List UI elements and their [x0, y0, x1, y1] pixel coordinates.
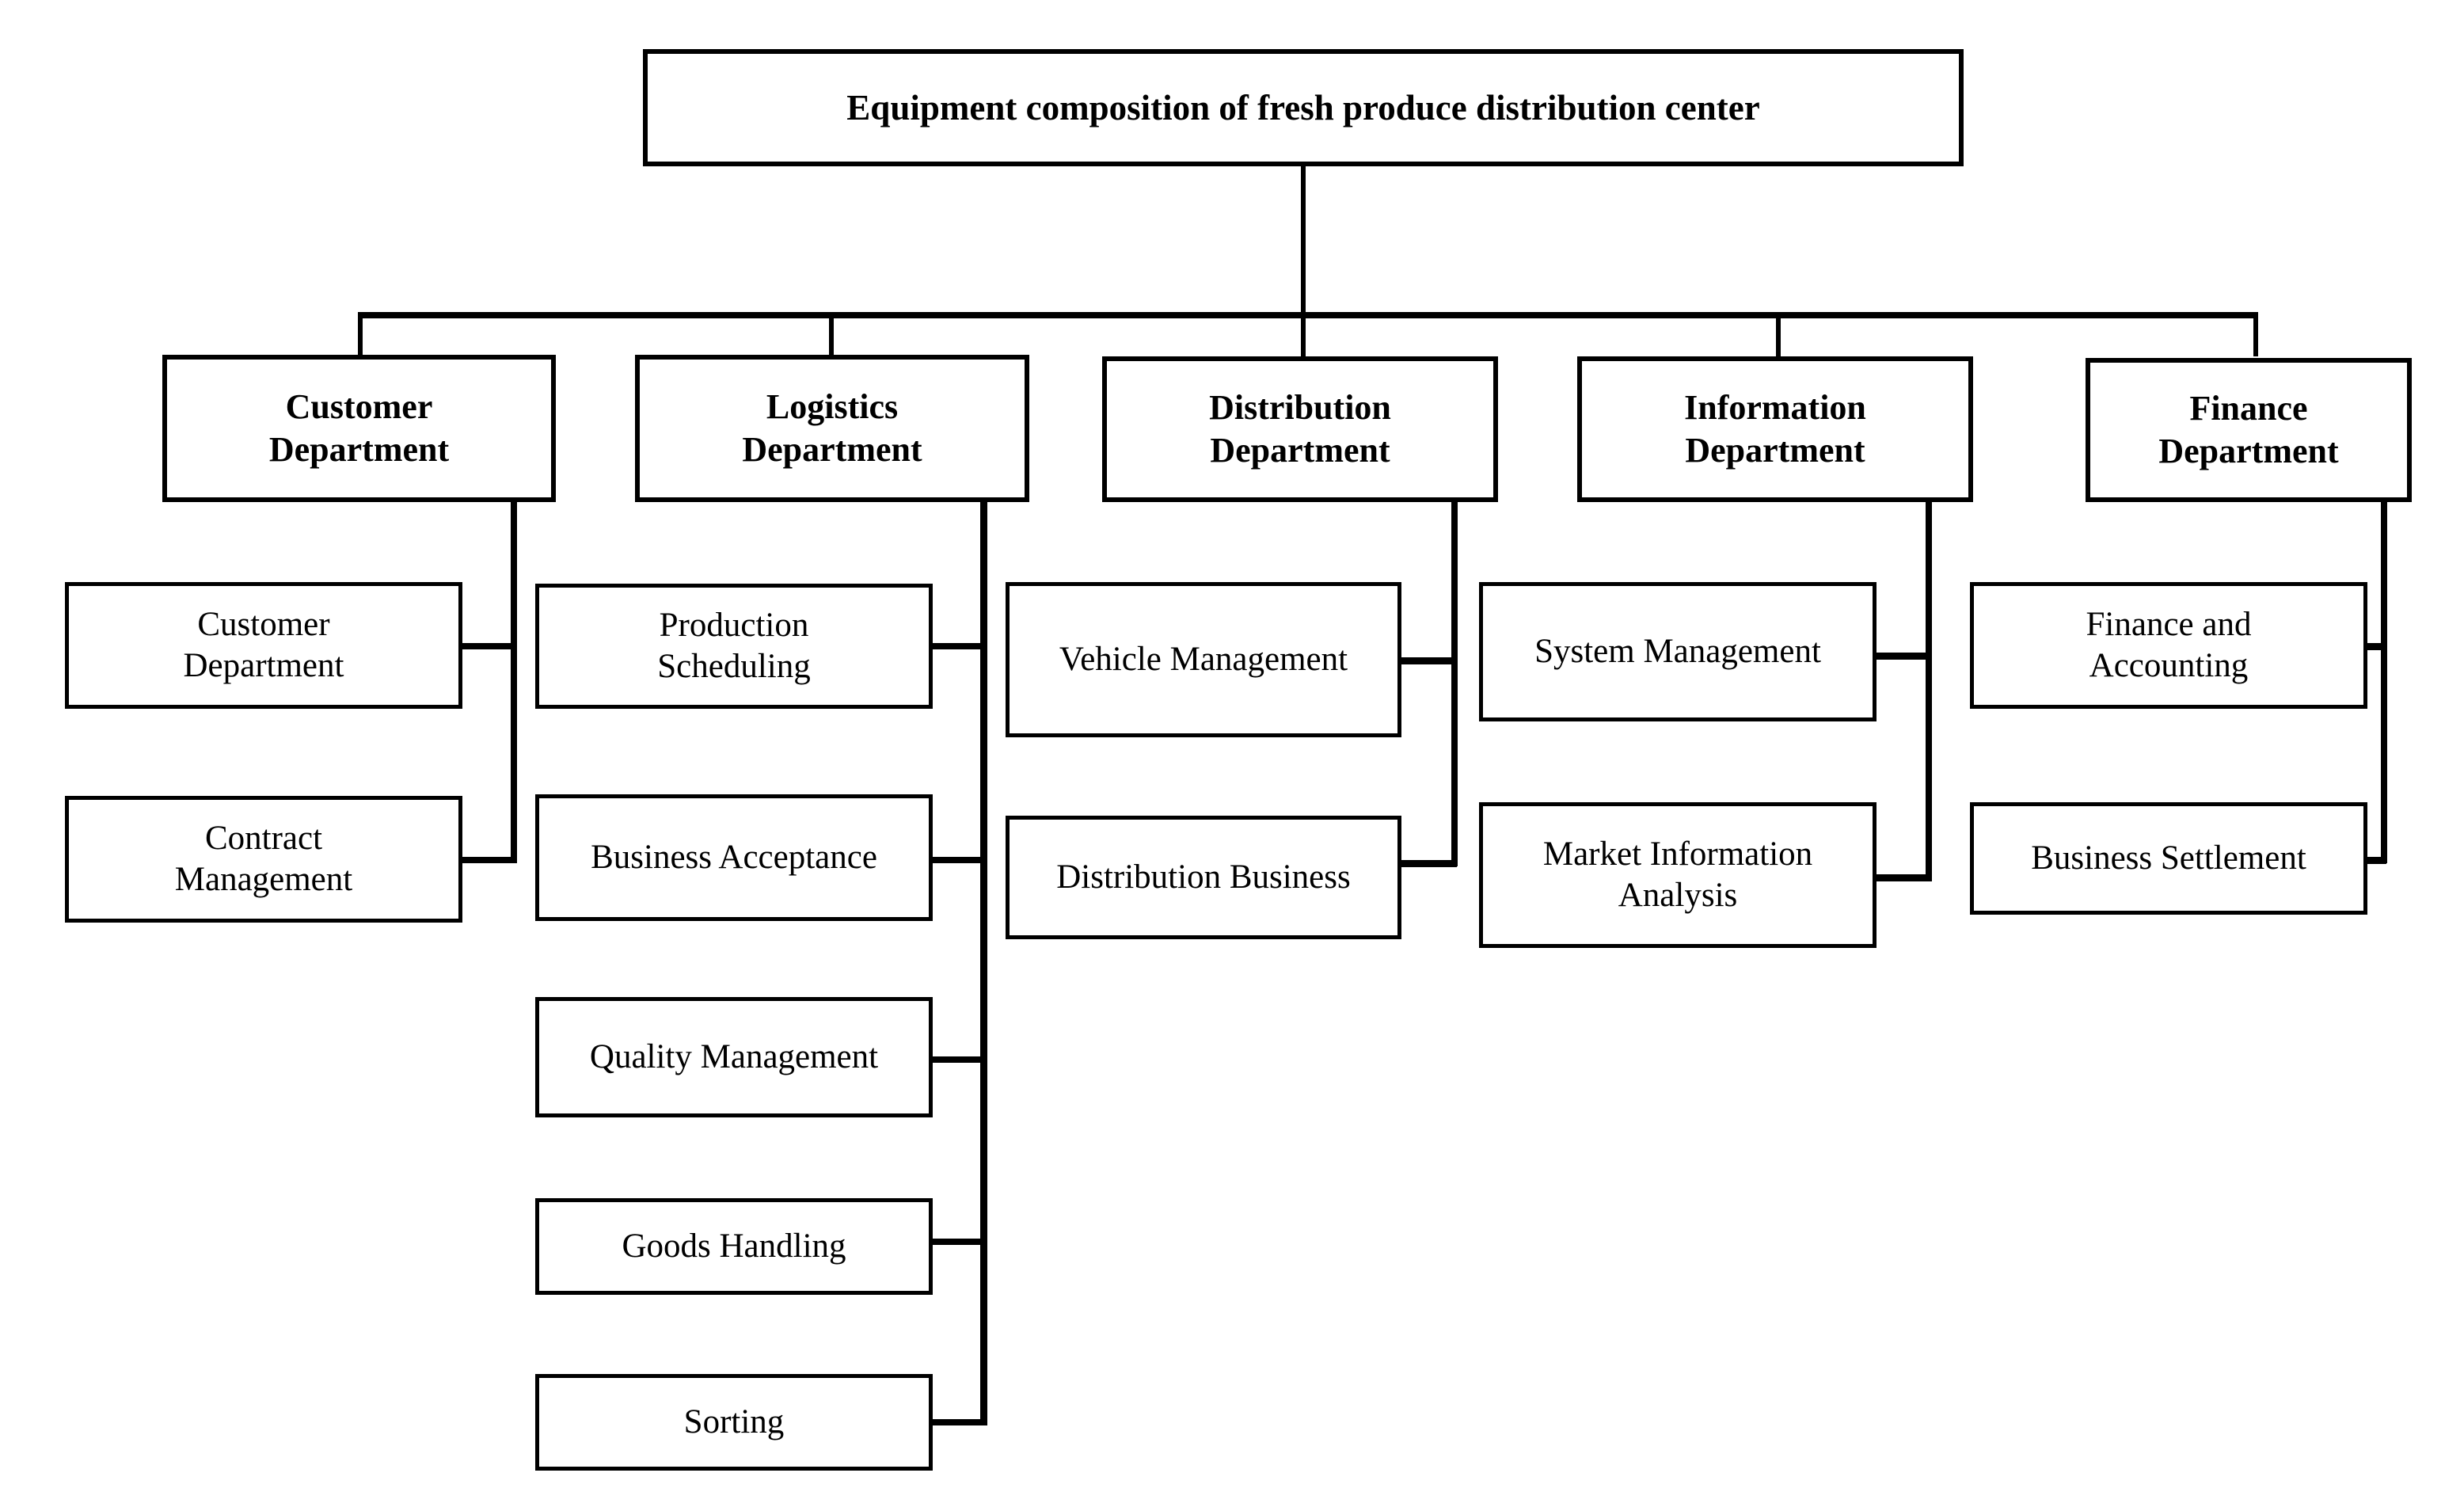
- chart-title-box: Equipment composition of fresh produce d…: [643, 49, 1964, 166]
- dept-box-customer[interactable]: Customer Department: [162, 355, 556, 502]
- leaf-label-business-settlement: Business Settlement: [2031, 839, 2306, 877]
- leaf-label-goods-handling: Goods Handling: [622, 1227, 846, 1265]
- dept-label-information: Information Department: [1684, 388, 1866, 470]
- dept-box-logistics[interactable]: Logistics Department: [635, 355, 1029, 502]
- dept-label-logistics: Logistics Department: [742, 387, 922, 469]
- leaf-box-market-information-analysis[interactable]: Market Information Analysis: [1479, 802, 1877, 948]
- edge-stub-vehicle-management: [1400, 657, 1457, 664]
- edge-stub-goods-handling: [930, 1239, 987, 1245]
- leaf-box-business-settlement[interactable]: Business Settlement: [1970, 802, 2367, 915]
- edge-stub-market-information-analysis: [1875, 874, 1932, 881]
- dept-box-finance[interactable]: Finance Department: [2086, 358, 2412, 502]
- dept-box-distribution[interactable]: Distribution Department: [1102, 356, 1498, 502]
- edge-spine-distribution: [1451, 499, 1458, 866]
- leaf-label-market-information-analysis: Market Information Analysis: [1542, 835, 1813, 914]
- leaf-box-finance-and-accounting[interactable]: Finance and Accounting: [1970, 582, 2367, 709]
- edge-stub-customer-department: [459, 643, 516, 649]
- leaf-label-customer-department: Customer Department: [183, 605, 344, 684]
- edge-stub-quality-management: [930, 1056, 987, 1063]
- edge-bus-drop-logistics: [829, 312, 834, 356]
- dept-label-finance: Finance Department: [2158, 389, 2339, 470]
- edge-stub-contract-management: [459, 857, 516, 863]
- leaf-label-distribution-business: Distribution Business: [1056, 858, 1351, 896]
- edge-bus-drop-information: [1776, 312, 1781, 356]
- edge-stub-production-scheduling: [930, 643, 987, 649]
- edge-root-stem: [1301, 165, 1306, 317]
- leaf-box-business-acceptance[interactable]: Business Acceptance: [535, 794, 933, 921]
- leaf-box-vehicle-management[interactable]: Vehicle Management: [1006, 582, 1401, 737]
- leaf-box-contract-management[interactable]: Contract Management: [65, 796, 462, 923]
- dept-label-distribution: Distribution Department: [1209, 388, 1391, 470]
- edge-bus-drop-finance: [2253, 312, 2258, 356]
- leaf-box-production-scheduling[interactable]: Production Scheduling: [535, 584, 933, 709]
- leaf-label-contract-management: Contract Management: [174, 819, 353, 898]
- leaf-box-quality-management[interactable]: Quality Management: [535, 997, 933, 1117]
- leaf-box-sorting[interactable]: Sorting: [535, 1374, 933, 1471]
- edge-spine-logistics: [980, 499, 987, 1425]
- edge-stub-system-management: [1875, 653, 1932, 660]
- leaf-label-production-scheduling: Production Scheduling: [657, 606, 811, 685]
- leaf-label-finance-and-accounting: Finance and Accounting: [2086, 605, 2252, 684]
- dept-label-customer: Customer Department: [268, 387, 450, 469]
- edge-spine-finance: [2381, 499, 2387, 863]
- edge-spine-information: [1926, 499, 1932, 881]
- edge-spine-customer: [511, 499, 517, 863]
- edge-stub-business-acceptance: [930, 857, 987, 863]
- leaf-box-customer-department[interactable]: Customer Department: [65, 582, 462, 709]
- leaf-label-vehicle-management: Vehicle Management: [1059, 640, 1348, 678]
- edge-root-bus: [358, 312, 2258, 318]
- dept-box-information[interactable]: Information Department: [1577, 356, 1973, 502]
- edge-stub-distribution-business: [1400, 860, 1457, 867]
- leaf-label-business-acceptance: Business Acceptance: [591, 838, 877, 876]
- edge-stub-sorting: [930, 1419, 987, 1425]
- edge-bus-drop-customer: [358, 312, 363, 356]
- leaf-box-distribution-business[interactable]: Distribution Business: [1006, 816, 1401, 939]
- leaf-box-system-management[interactable]: System Management: [1479, 582, 1877, 721]
- leaf-box-goods-handling[interactable]: Goods Handling: [535, 1198, 933, 1295]
- edge-bus-drop-distribution: [1301, 312, 1306, 356]
- chart-title-label: Equipment composition of fresh produce d…: [846, 87, 1760, 128]
- leaf-label-quality-management: Quality Management: [589, 1037, 879, 1075]
- leaf-label-sorting: Sorting: [683, 1403, 785, 1441]
- leaf-label-system-management: System Management: [1534, 632, 1821, 670]
